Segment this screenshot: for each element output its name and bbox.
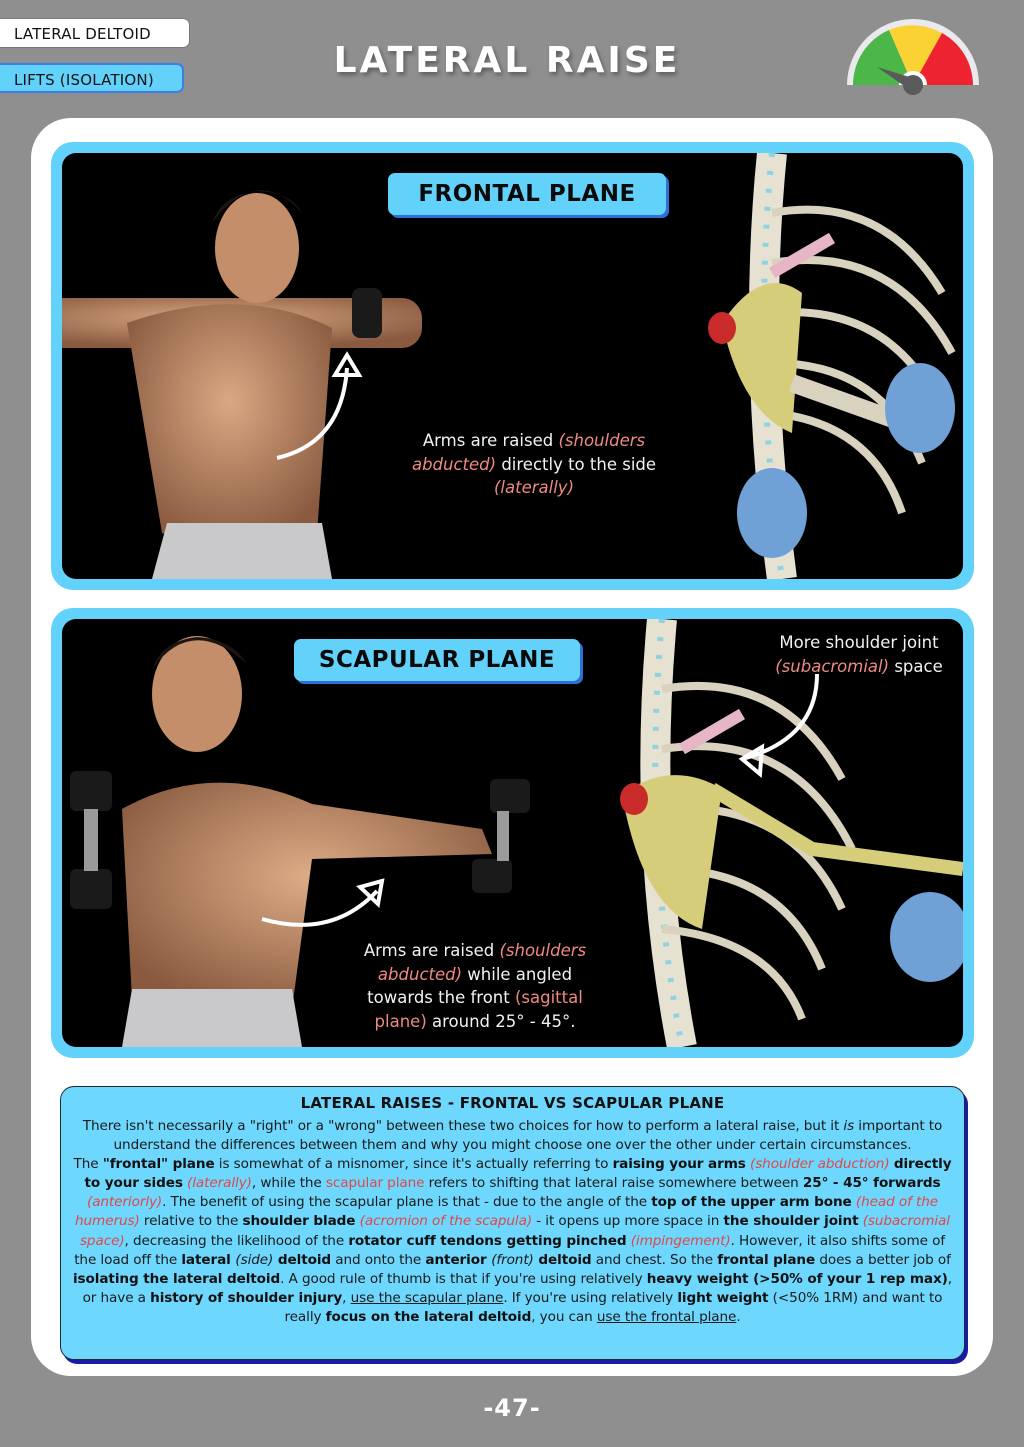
skeleton-scapular-raise-render bbox=[620, 619, 963, 1047]
frontal-plane-panel: FRONTAL PLANE Arms are raised (shoulders… bbox=[51, 142, 974, 590]
page-number: -47- bbox=[483, 1394, 541, 1422]
frontal-plane-label: FRONTAL PLANE bbox=[388, 173, 666, 215]
person-scapular-raise-photo bbox=[70, 636, 530, 1047]
info-box-title: LATERAL RAISES - FRONTAL VS SCAPULAR PLA… bbox=[300, 1094, 725, 1112]
scapular-plane-caption: Arms are raised (shoulders abducted) whi… bbox=[363, 941, 587, 1031]
difficulty-gauge-icon bbox=[844, 19, 982, 98]
scapular-plane-panel: SCAPULAR PLANE More shoulder joint (suba… bbox=[51, 608, 974, 1058]
muscle-group-tag: LATERAL DELTOID bbox=[0, 18, 190, 48]
person-frontal-raise-photo bbox=[62, 190, 422, 579]
scapular-plane-recommendation: use the scapular plane bbox=[350, 1289, 504, 1306]
info-box-body: There isn't necessarily a "right" or a "… bbox=[73, 1118, 952, 1325]
comparison-info-box: LATERAL RAISES - FRONTAL VS SCAPULAR PLA… bbox=[60, 1086, 965, 1360]
page-title: LATERAL RAISE bbox=[333, 40, 681, 81]
exercise-category-tag: LIFTS (ISOLATION) bbox=[0, 63, 184, 93]
skeleton-frontal-raise-render bbox=[708, 153, 956, 579]
frontal-plane-recommendation: use the frontal plane bbox=[596, 1308, 737, 1325]
frontal-plane-caption: Arms are raised (shoulders abducted) dir… bbox=[411, 431, 657, 497]
scapular-plane-annotation: More shoulder joint (subacromial) space bbox=[775, 633, 943, 676]
scapular-plane-label: SCAPULAR PLANE bbox=[294, 639, 580, 681]
